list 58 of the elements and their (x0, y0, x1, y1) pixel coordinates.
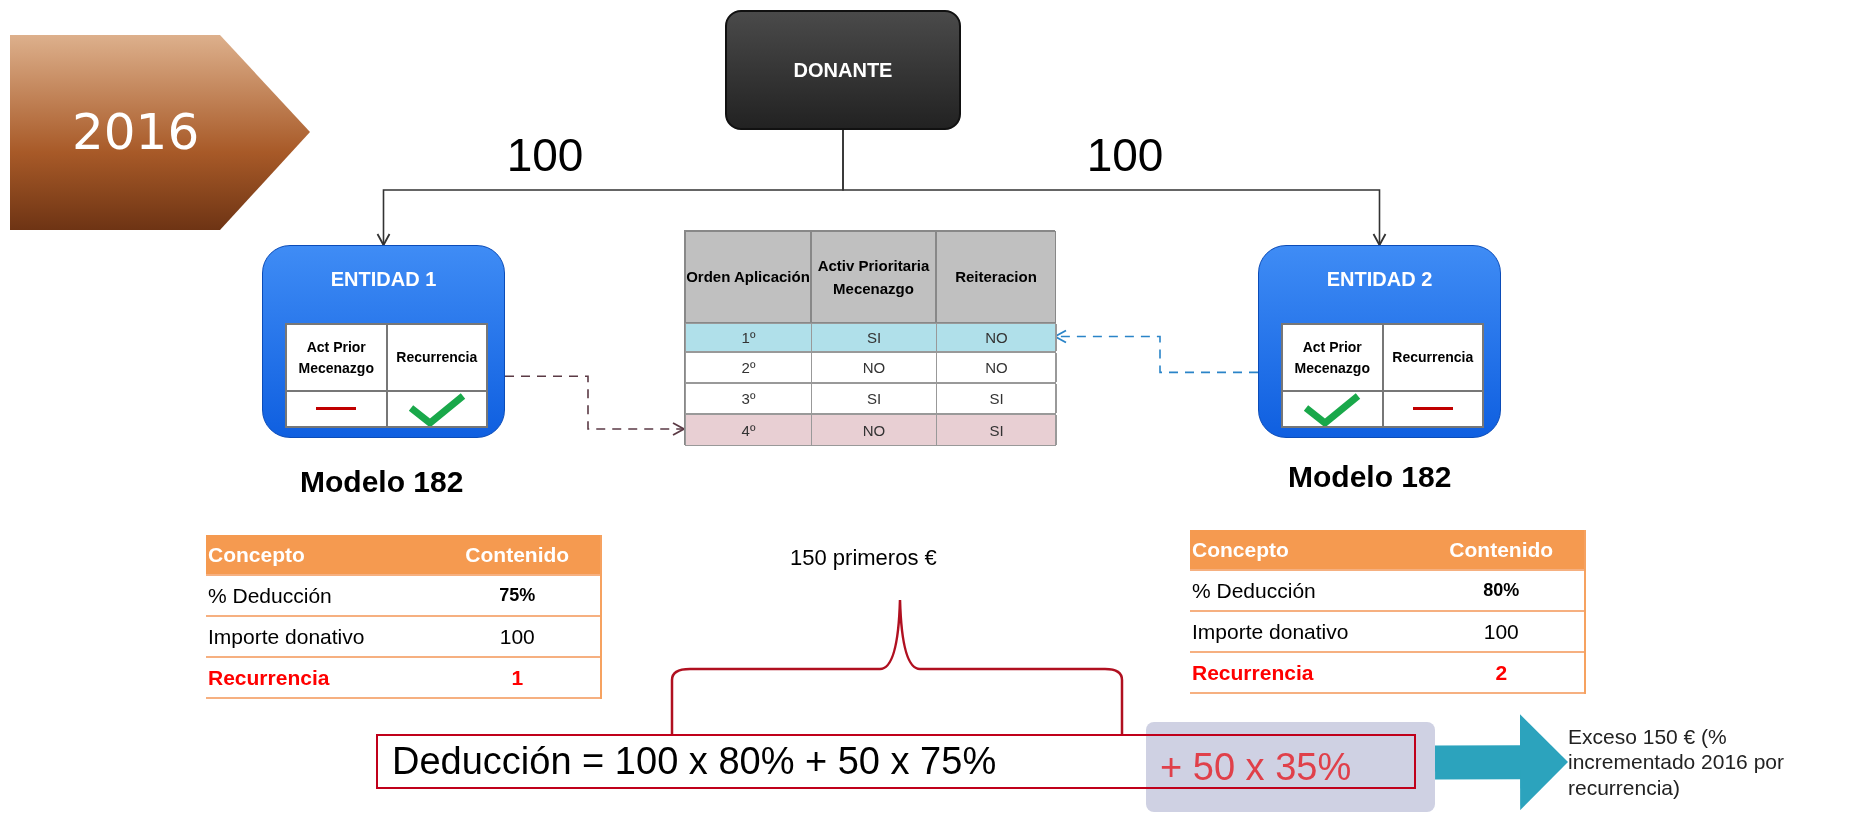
table-cell-text: SI (937, 384, 1057, 413)
model-caption: Modelo 182 (1288, 460, 1452, 494)
column-header: Contenido (434, 535, 600, 576)
shaded-panel: + 50 x 35% (1146, 722, 1435, 812)
table-cell-text: 1 (434, 658, 600, 699)
column-header: Act Prior Mecenazgo (297, 337, 375, 378)
arrow (504, 375, 685, 436)
entity-card (1258, 245, 1501, 438)
table-cell-text: 100 (1418, 612, 1584, 653)
table-cell-text: 4º (686, 415, 812, 445)
table-cell-text: Recurrencia (206, 658, 435, 699)
box-title: DONANTE (793, 58, 893, 82)
table-cell-text: NO (937, 324, 1057, 351)
table-cell-text: Importe donativo (206, 617, 435, 658)
column-header: Orden Aplicación (685, 231, 811, 323)
table-cell-text: 3º (686, 384, 812, 413)
table-row (685, 414, 1056, 446)
arrow (1054, 329, 1259, 374)
year-label: 2016 (72, 103, 200, 161)
note-text: Exceso 150 € (% incrementado 2016 por recurrencia) (1568, 712, 1856, 812)
table-cell-text: 2 (1418, 653, 1584, 694)
table-cell-text: 80% (1418, 571, 1584, 612)
table-row (685, 323, 1056, 352)
table-cell-text: NO (812, 415, 937, 445)
table-cell-text: NO (937, 353, 1057, 382)
edge-label: 100 (505, 130, 585, 180)
rounded-box (725, 10, 961, 130)
note-text: 150 primeros € (790, 545, 937, 571)
table-cell-text: NO (812, 353, 937, 382)
table-cell-text: SI (812, 324, 937, 351)
table-cell-text: 2º (686, 353, 812, 382)
card-title: ENTIDAD 1 (329, 268, 438, 291)
data-table (684, 230, 1055, 445)
column-header: Concepto (1190, 530, 1419, 571)
column-header: Concepto (206, 535, 435, 576)
table-cell-text: % Deducción (206, 576, 435, 617)
card-title: ENTIDAD 2 (1325, 268, 1434, 291)
table-row (685, 352, 1056, 383)
entity-card (262, 245, 505, 438)
column-header: Contenido (1418, 530, 1584, 571)
table-row (685, 383, 1056, 414)
column-header: Act Prior Mecenazgo (1293, 337, 1371, 378)
column-header: Recurrencia (1392, 348, 1474, 367)
column-header: Activ Prioritaria Mecenazgo (811, 231, 936, 323)
table-cell-text: % Deducción (1190, 571, 1419, 612)
table-cell-text: SI (812, 384, 937, 413)
arrow (842, 129, 1387, 246)
table-cell-text: SI (937, 415, 1057, 445)
table-cell-text: 1º (686, 324, 812, 351)
edge-label: 100 (1085, 130, 1165, 180)
column-header: Recurrencia (396, 348, 478, 367)
table-cell-text: 100 (434, 617, 600, 658)
model-caption: Modelo 182 (300, 465, 464, 499)
column-header: Reiteracion (936, 231, 1056, 323)
table-cell-text: Importe donativo (1190, 612, 1419, 653)
block-arrow (1434, 714, 1568, 811)
table-cell-text: Recurrencia (1190, 653, 1419, 694)
table-cell-text: 75% (434, 576, 600, 617)
